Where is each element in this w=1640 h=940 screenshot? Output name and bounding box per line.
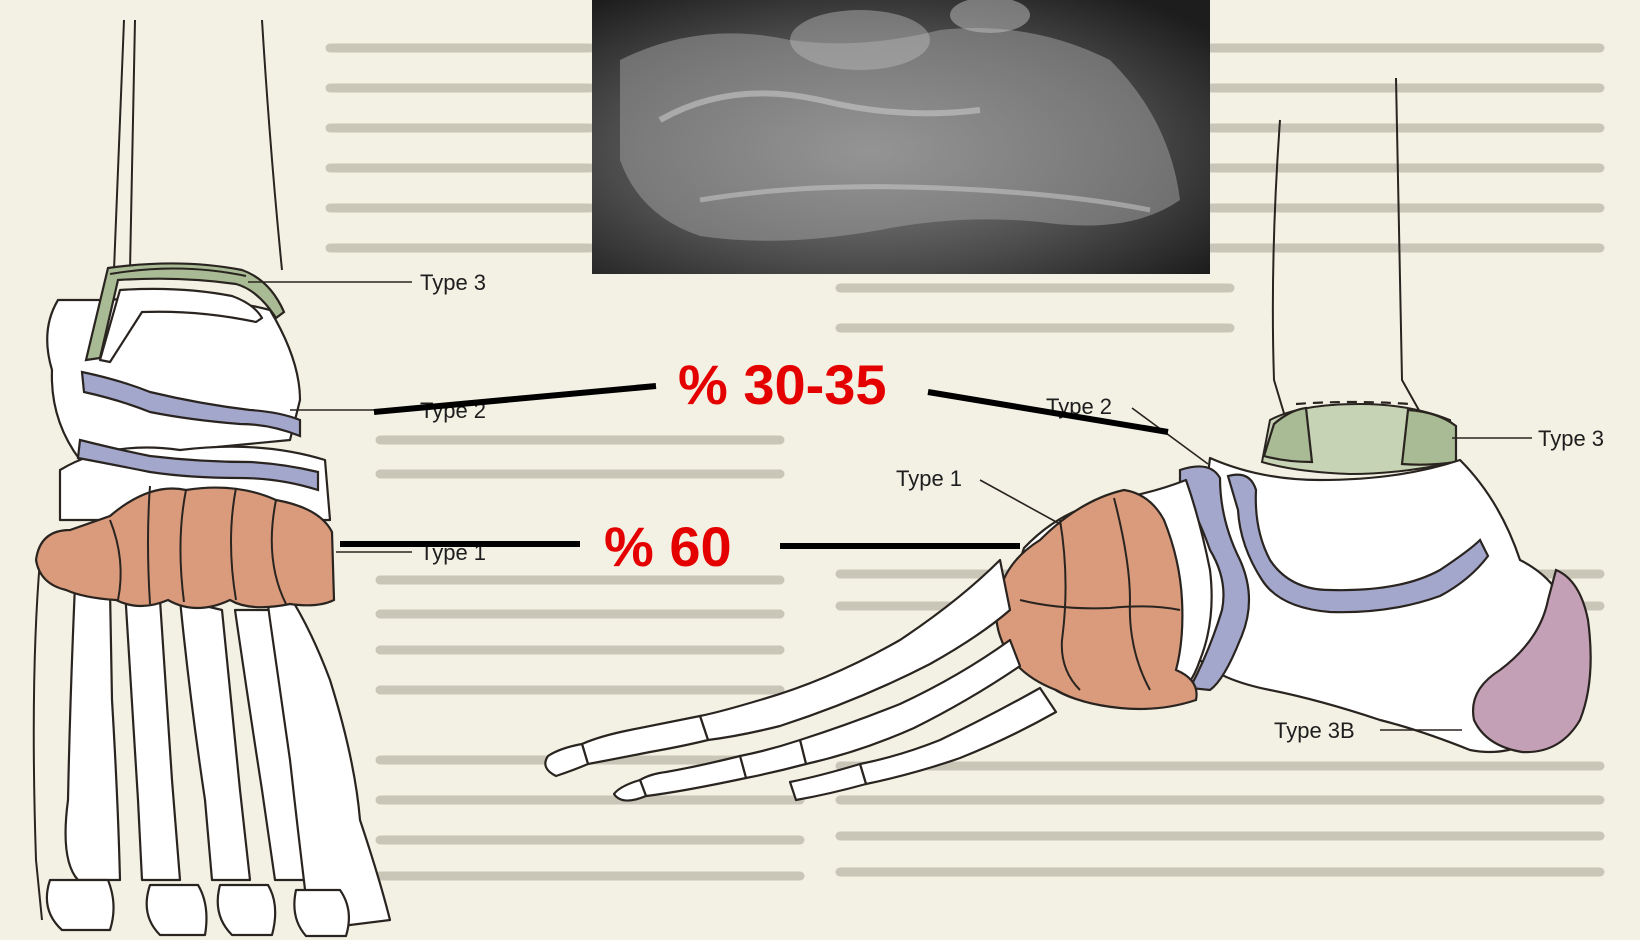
percentage-types-2-3: % 30-35 (678, 353, 887, 416)
xray-image (592, 0, 1210, 274)
label-front-type3: Type 3 (420, 270, 486, 295)
label-side-type3: Type 3 (1538, 426, 1604, 451)
label-side-type3b: Type 3B (1274, 718, 1355, 743)
label-side-type1: Type 1 (896, 466, 962, 491)
percentage-type-1: % 60 (604, 515, 732, 578)
dorsal-view-foot (34, 20, 390, 936)
pointer-30-35-left (374, 386, 656, 412)
